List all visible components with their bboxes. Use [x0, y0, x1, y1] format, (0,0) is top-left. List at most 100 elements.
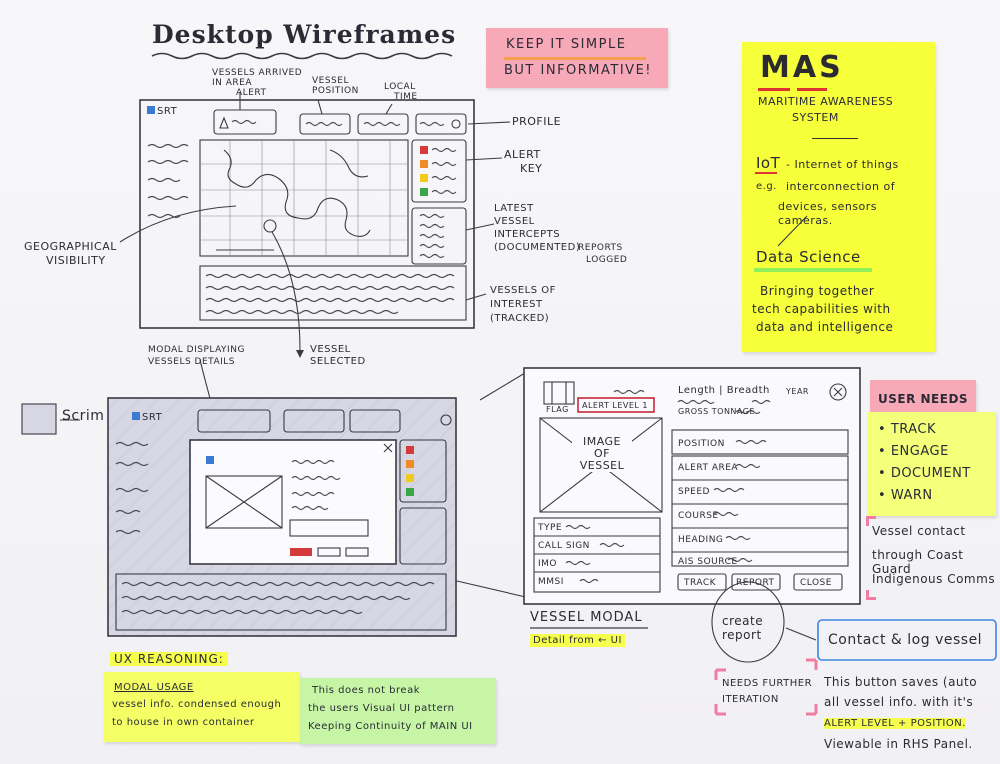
vessel-image-box [539, 417, 663, 513]
modal-field-ais-source: AIS SOURCE [678, 557, 738, 567]
annot-vessels-of-interest: VESSELS OF INTEREST (TRACKED) [490, 284, 556, 326]
wireframe1-sidebar-items [147, 143, 189, 219]
annotation-pointers [119, 92, 531, 599]
wireframe1-logo: SRT [147, 106, 177, 117]
annot-vessels-arrived: VESSELS ARRIVED IN AREA ALERT [212, 68, 302, 98]
user-need-engage: • ENGAGE [878, 444, 949, 459]
annot-line: POSITION [312, 86, 359, 96]
modal-field-type: TYPE [538, 523, 563, 533]
annot-line: ALERT [236, 88, 267, 98]
needs-iteration-line: ITERATION [722, 694, 779, 705]
needs-iteration-line: NEEDS FURTHER [722, 678, 813, 689]
annot-line: GEOGRAPHICAL [24, 240, 117, 253]
annot-local-time: LOCAL TIME [384, 82, 418, 102]
user-needs-title-note: USER NEEDS [870, 380, 976, 416]
user-need-text: ENGAGE [890, 444, 949, 459]
annot-line: SELECTED [310, 356, 366, 367]
image-placeholder-icon [205, 475, 283, 529]
highlight-stroke [504, 57, 646, 60]
wireframe1-frame [139, 99, 475, 329]
map-coastline [329, 149, 369, 178]
user-need-text: WARN [890, 488, 933, 503]
annot-line: VESSEL [494, 216, 535, 227]
title-underline [151, 52, 453, 60]
vessel-modal-frame [524, 368, 860, 604]
iot-example-line2: devices, sensors cameras. [778, 200, 878, 227]
vessel-contact-note: Vessel contact through Coast Guard Indig… [866, 516, 998, 600]
modal-field-imo: IMO [538, 559, 558, 569]
create-report-circle [711, 581, 785, 663]
keep-simple-note: KEEP IT SIMPLE BUT INFORMATIVE! [486, 28, 668, 88]
header-alert-box [213, 109, 277, 135]
modal-track-button [677, 573, 727, 591]
profile-icon [440, 414, 452, 426]
close-icon [829, 383, 847, 401]
divider [812, 138, 858, 139]
button-saves-note: This button saves (auto all vessel info.… [824, 672, 977, 754]
user-need-warn: • WARN [878, 488, 933, 503]
annot-line: VISIBILITY [46, 254, 106, 267]
modal-field-alert-area: ALERT AREA [678, 463, 739, 473]
scrim-label: Scrim [62, 408, 105, 424]
modal-year: YEAR [786, 387, 809, 396]
underline-red [797, 88, 827, 91]
annot-vessel-position: VESSEL POSITION [312, 76, 359, 96]
arrow-head [296, 350, 304, 358]
latest-intercepts-panel [411, 207, 467, 265]
annot-line: KEY [520, 162, 543, 175]
annot-line: INTEREST [490, 299, 543, 310]
alert-key-yellow [420, 174, 428, 182]
modal-usage-line1: vessel info. condensed enough [112, 699, 282, 710]
user-need-text: DOCUMENT [890, 466, 971, 481]
wireframe2-modal [190, 440, 396, 564]
annot-line: MODAL DISPLAYING [148, 345, 245, 355]
annot-line: LOGGED [586, 255, 628, 265]
alert-bell-icon [219, 116, 229, 129]
continuity-line1: This does not break [312, 685, 420, 696]
profile-icon [451, 119, 461, 129]
mas-subtitle-line2: SYSTEM [792, 111, 839, 124]
annot-line: (DOCUMENTED) [494, 242, 581, 253]
modal-length-breadth: Length | Breadth [678, 385, 770, 396]
annot-line: ALERT [504, 148, 541, 161]
data-science-line2: tech capabilities with [752, 302, 891, 316]
modal-track-label[interactable]: TRACK [684, 578, 717, 588]
annot-line: (TRACKED) [490, 313, 550, 324]
vessel-modal-sub-label: Detail from ← UI [530, 634, 625, 647]
data-science-line3: data and intelligence [756, 320, 894, 334]
keep-simple-line1: KEEP IT SIMPLE [506, 37, 627, 52]
logo-icon [147, 106, 155, 114]
button-note-line: all vessel info. with it's [824, 695, 974, 709]
map-grid [200, 140, 408, 256]
logo-text: SRT [142, 412, 163, 423]
continuity-line3: Keeping Continuity of MAIN UI [308, 721, 473, 732]
annot-line: IN AREA [212, 78, 253, 88]
image-label-line: IMAGE [582, 435, 622, 448]
annot-line: VESSELS ARRIVED [212, 68, 303, 78]
data-science-term: Data Science [756, 248, 861, 266]
annot-line: LATEST [494, 203, 534, 214]
alert-key-orange [420, 160, 428, 168]
keep-simple-line2: BUT INFORMATIVE! [504, 63, 653, 78]
annot-line: INTERCEPTS [494, 229, 561, 240]
annot-line: VESSELS DETAILS [148, 357, 235, 367]
close-icon [383, 443, 393, 453]
modal-report-label[interactable]: REPORT [736, 578, 775, 588]
modal-field-course: COURSE [678, 511, 719, 521]
create-report-line: report [722, 628, 762, 642]
vessel-contact-line3: Indigenous Comms [872, 572, 996, 586]
modal-close-label[interactable]: CLOSE [800, 578, 832, 588]
annot-alert-key: ALERT KEY [504, 148, 542, 176]
alert-key-red [420, 146, 428, 154]
annot-geographical-visibility: GEOGRAPHICAL VISIBILITY [24, 240, 117, 268]
iot-definition: - Internet of things [786, 158, 899, 171]
modal-close-button [793, 573, 843, 591]
user-needs-title: USER NEEDS [878, 392, 969, 406]
connector-line [777, 215, 808, 247]
scrim-swatch [22, 404, 56, 434]
modal-field-speed: SPEED [678, 487, 710, 497]
iot-term: IoT [756, 154, 781, 172]
iot-example-line1: interconnection of [786, 180, 896, 193]
modal-left-fields [533, 517, 661, 593]
create-report-line: create [722, 614, 764, 628]
